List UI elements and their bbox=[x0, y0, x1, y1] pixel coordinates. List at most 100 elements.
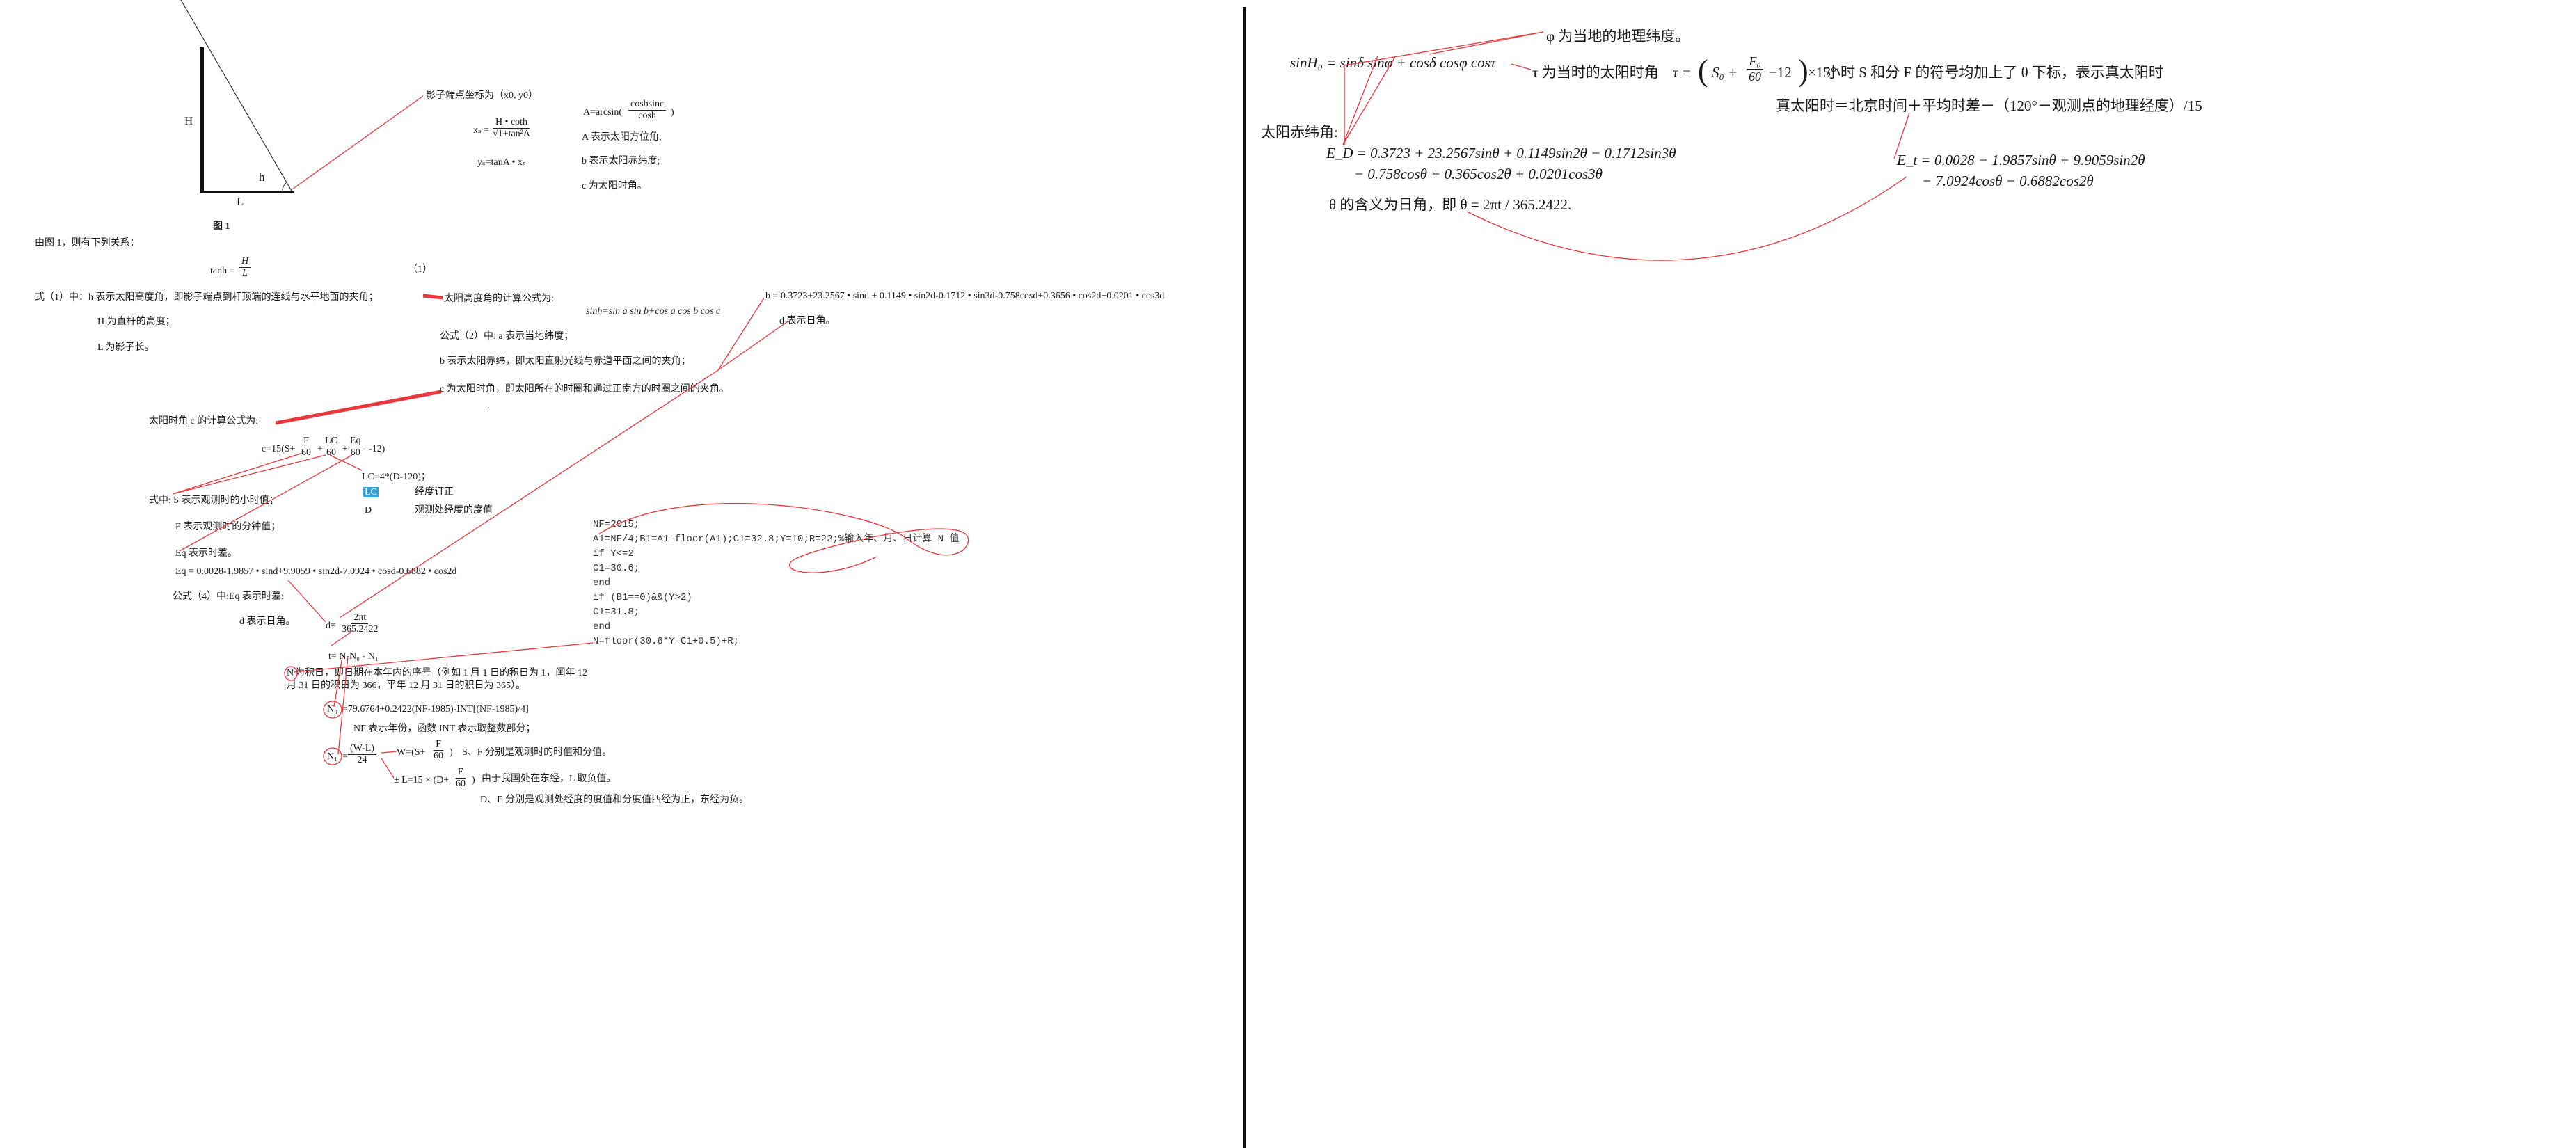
eq1-tag: （1） bbox=[408, 264, 432, 275]
label-h: h bbox=[259, 170, 265, 184]
ed-line1: E_D = 0.3723 + 23.2567sinθ + 0.1149sin2θ… bbox=[1326, 145, 1676, 161]
et-line1: E_t = 0.0028 − 1.9857sinθ + 9.9059sin2θ bbox=[1897, 152, 2145, 168]
annotation-line bbox=[1429, 31, 1544, 55]
d-lhs: d= bbox=[326, 621, 336, 631]
n-desc-1: 为积日，即日期在本年内的序号（例如 1 月 1 日的积日为 1，闰年 12 bbox=[295, 668, 587, 678]
A-den: cosh bbox=[638, 111, 656, 122]
t-formula: t= N-N₀ - N₁ bbox=[328, 651, 379, 662]
annotation-line bbox=[287, 580, 326, 623]
annotation-line bbox=[717, 297, 765, 371]
A-fraction: cosbsinc cosh bbox=[628, 99, 667, 122]
code-line: end bbox=[593, 577, 611, 589]
tanh-num: H bbox=[239, 256, 251, 269]
c-LC-num: LC bbox=[323, 436, 340, 448]
shadow-note: 影子端点坐标为（x0, y0） bbox=[426, 90, 538, 101]
eq-formula: Eq = 0.0028-1.9857 • sind+9.9059 • sin2d… bbox=[175, 566, 457, 577]
tau-rhs: −12 bbox=[1769, 64, 1792, 81]
c-F-num: F bbox=[301, 436, 311, 448]
A-formula-rhs: ) bbox=[671, 107, 674, 118]
n-circle: N bbox=[287, 668, 294, 678]
xs-num: H • coth bbox=[493, 117, 530, 129]
l-desc: 由于我国处在东经，L 取负值。 bbox=[482, 774, 617, 784]
c-LC-den: 60 bbox=[326, 447, 336, 459]
shadow-diagram bbox=[180, 0, 294, 193]
c-F-den: 60 bbox=[301, 447, 311, 459]
angle-arc bbox=[282, 182, 287, 193]
n0-formula: =79.6764+0.2422(NF-1985)-INT[(NF-1985)/4… bbox=[342, 704, 529, 715]
de-desc: D、E 分别是观测处经度的度值和分度值西经为正，东经为负。 bbox=[480, 795, 749, 805]
eq2-c: c 为太阳时角，即太阳所在的时圈和通过正南方的时圈之间的夹角。 bbox=[440, 384, 729, 394]
tau-lhs: τ = bbox=[1673, 64, 1692, 81]
label-L: L bbox=[237, 195, 244, 208]
code-line: A1=NF/4;B1=A1-floor(A1);C1=32.8;Y=10;R=2… bbox=[593, 534, 960, 545]
annotation-curve bbox=[1466, 176, 1907, 261]
et-line2: − 7.0924cosθ − 0.6882cos2θ bbox=[1922, 173, 2094, 189]
sun-ray-line bbox=[180, 0, 293, 193]
w-den: 60 bbox=[434, 751, 443, 762]
annotation-line bbox=[275, 390, 442, 425]
declination-label: 太阳赤纬角: bbox=[1261, 124, 1338, 141]
c-plus: + bbox=[317, 444, 323, 454]
tau-S: S₀ + bbox=[1712, 64, 1738, 81]
eq2-a: 公式（2）中: a 表示当地纬度； bbox=[440, 331, 574, 342]
dot-mark: . bbox=[487, 401, 490, 411]
hour-angle-intro: 太阳时角 c 的计算公式为: bbox=[149, 416, 259, 426]
s-desc: 式中: S 表示观测时的小时值； bbox=[149, 495, 279, 506]
altitude-formula: sinh=sin a sin b+cos a cos b cos c bbox=[586, 306, 721, 317]
d-den: 365.2422 bbox=[342, 624, 379, 635]
w-fraction: F 60 bbox=[431, 739, 445, 762]
f-desc: F 表示观测时的分钟值； bbox=[175, 522, 281, 532]
A-num: cosbsinc bbox=[628, 99, 667, 111]
ed-line2: − 0.758cosθ + 0.365cos2θ + 0.0201cos3θ bbox=[1354, 166, 1603, 182]
c-Eq-den: 60 bbox=[350, 447, 360, 459]
d-desc2: d 表示日角。 bbox=[239, 616, 296, 627]
annotation-line bbox=[717, 321, 788, 371]
tau-unit: ×15° bbox=[1808, 64, 1837, 81]
l-fraction: E 60 bbox=[454, 767, 468, 790]
annotation-line bbox=[381, 751, 397, 754]
w-lhs: W=(S+ bbox=[397, 747, 426, 758]
tau-den: 60 bbox=[1749, 69, 1761, 83]
code-line: C1=31.8; bbox=[593, 607, 640, 618]
c-desc: c 为太阳时角。 bbox=[582, 181, 647, 191]
code-line: if (B1==0)&&(Y>2) bbox=[593, 592, 692, 603]
lc-text: 经度订正 bbox=[415, 487, 454, 497]
d-fraction: 2πt 365.2422 bbox=[340, 612, 381, 635]
lc-label: LC bbox=[363, 487, 379, 499]
l-num: E bbox=[455, 767, 466, 779]
c-lhs: c=15(S+ bbox=[262, 444, 296, 454]
annotation-line bbox=[172, 453, 301, 495]
l-den: 60 bbox=[456, 779, 466, 790]
d-text: 观测处经度的度值 bbox=[415, 505, 493, 516]
l-lhs: ± L=15 × (D+ bbox=[394, 775, 450, 786]
eq1-desc: 式（1）中：h 表示太阳高度角，即影子端点到杆顶端的连线与水平地面的夹角； bbox=[35, 292, 379, 303]
w-rhs: ) bbox=[450, 747, 453, 758]
tau-note: 小时 S 和分 F 的符号均加上了 θ 下标，表示真太阳时 bbox=[1826, 64, 2163, 81]
d-desc: d 表示日角。 bbox=[779, 316, 836, 326]
annotation-line bbox=[422, 294, 443, 300]
code-line: if Y<=2 bbox=[593, 548, 634, 559]
d-label: D bbox=[365, 505, 372, 516]
eq2-b: b 表示太阳赤纬，即太阳直射光线与赤道平面之间的夹角； bbox=[440, 356, 691, 367]
tau-desc: τ 为当时的太阳时角 bbox=[1532, 64, 1659, 81]
eq4-desc: 公式（4）中:Eq 表示时差; bbox=[173, 591, 284, 602]
tau-num: F₀ bbox=[1747, 54, 1763, 70]
xs-fraction: H • coth √1+tan²A bbox=[491, 117, 532, 140]
n1-fraction: (W-L) 24 bbox=[348, 743, 376, 766]
c-rhs: -12) bbox=[369, 444, 385, 454]
xs-den: √1+tan²A bbox=[493, 129, 530, 140]
code-line: N=floor(30.6*Y-C1+0.5)+R; bbox=[593, 636, 740, 647]
H-desc: H 为直杆的高度； bbox=[97, 317, 175, 327]
xs-lhs: xₛ = bbox=[473, 125, 490, 136]
altitude-intro: 太阳高度角的计算公式为: bbox=[444, 294, 554, 304]
w-num: F bbox=[434, 739, 443, 751]
n1-eq: = bbox=[342, 751, 348, 762]
tau-fraction: F₀ 60 bbox=[1747, 54, 1763, 83]
b-formula: b = 0.3723+23.2567 • sind + 0.1149 • sin… bbox=[765, 291, 1165, 301]
L-desc: L 为影子长。 bbox=[97, 342, 154, 353]
c-Eq-fraction: Eq 60 bbox=[348, 436, 363, 459]
code-line: C1=30.6; bbox=[593, 563, 640, 574]
n1-circle: N₁ bbox=[327, 751, 337, 762]
figure-caption: 图 1 bbox=[213, 221, 230, 232]
c-plus2: + bbox=[342, 444, 348, 454]
